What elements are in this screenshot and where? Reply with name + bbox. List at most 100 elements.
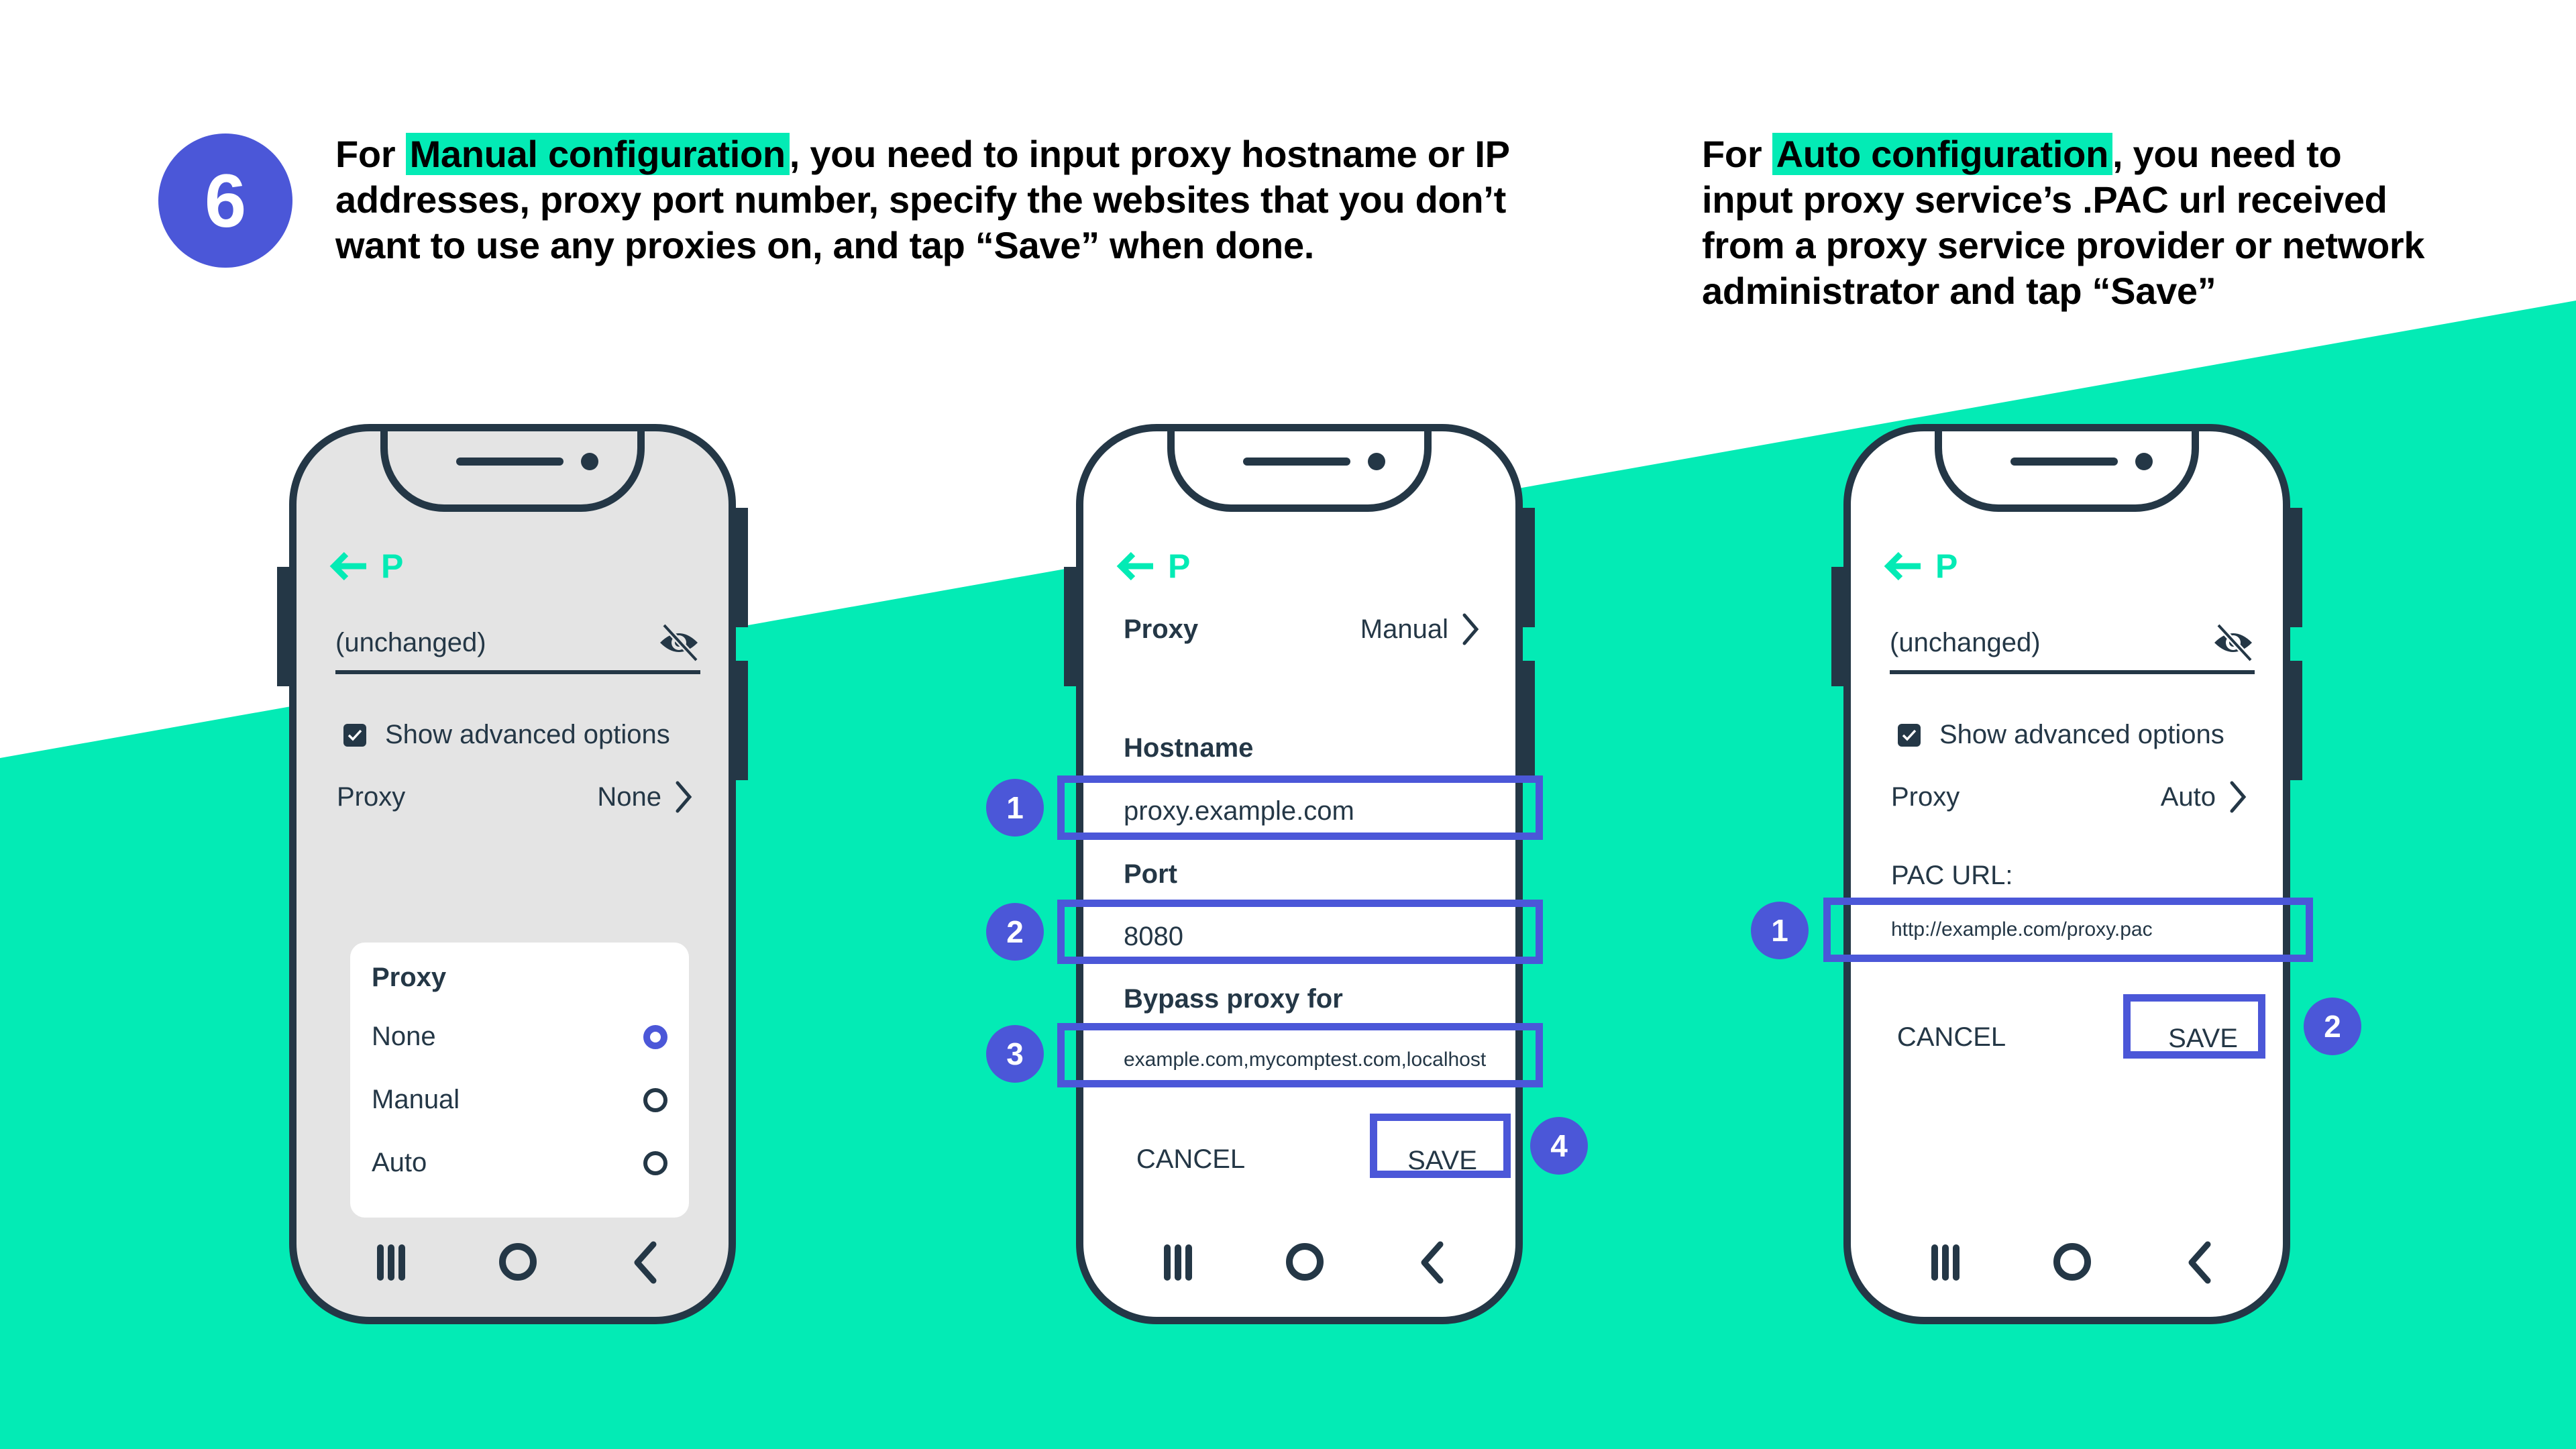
- manual-highlight: Manual configuration: [405, 133, 790, 175]
- back-button[interactable]: P: [1883, 547, 1957, 586]
- phone-side-button: [1523, 508, 1535, 627]
- hostname-highlight: [1057, 775, 1543, 840]
- home-icon[interactable]: [499, 1243, 537, 1281]
- step-number-badge: 6: [158, 133, 292, 268]
- option-label: Manual: [372, 1085, 460, 1114]
- phone-side-button: [277, 567, 289, 686]
- dialog-title: Proxy: [372, 963, 447, 992]
- port-label: Port: [1124, 859, 1177, 889]
- step-badge-2: 2: [2304, 998, 2361, 1055]
- show-advanced-label: Show advanced options: [385, 720, 670, 749]
- auto-prefix: For: [1702, 133, 1772, 175]
- port-input[interactable]: 8080: [1124, 922, 1183, 951]
- step-badge-1: 1: [986, 779, 1044, 837]
- phone-side-button: [1523, 661, 1535, 780]
- step-number: 6: [204, 158, 247, 243]
- pac-url-highlight: [1823, 898, 2313, 962]
- step-badge-1: 1: [1751, 902, 1809, 959]
- eye-off-icon[interactable]: [657, 623, 700, 663]
- back-button[interactable]: P: [1116, 547, 1190, 586]
- screen-title: P: [1168, 547, 1191, 585]
- chevron-right-icon: [676, 781, 692, 813]
- proxy-option-manual[interactable]: Manual: [372, 1085, 667, 1115]
- screen-title: P: [1935, 547, 1958, 585]
- phone-selector: P (unchanged) Show advanced options Prox…: [289, 424, 736, 1324]
- proxy-option-auto[interactable]: Auto: [372, 1148, 667, 1178]
- home-icon[interactable]: [2053, 1243, 2091, 1281]
- phone-side-button: [2290, 661, 2302, 780]
- password-placeholder: (unchanged): [335, 627, 486, 657]
- manual-body: , you need to input proxy hostname or IP…: [335, 133, 1509, 266]
- proxy-label: Proxy: [1891, 782, 1960, 812]
- recent-apps-icon[interactable]: [377, 1244, 405, 1281]
- home-icon[interactable]: [1286, 1243, 1324, 1281]
- recent-apps-icon[interactable]: [1164, 1244, 1192, 1281]
- phone-notch: [380, 424, 645, 512]
- phone-side-button: [736, 661, 748, 780]
- system-nav-bar: [297, 1234, 729, 1294]
- pac-url-input[interactable]: http://example.com/proxy.pac: [1891, 918, 2153, 941]
- phone-side-button: [2290, 508, 2302, 627]
- proxy-row[interactable]: Proxy Auto: [1891, 780, 2248, 814]
- bypass-input[interactable]: example.com,mycomptest.com,localhost: [1124, 1049, 1487, 1071]
- system-nav-bar: [1083, 1234, 1515, 1294]
- chevron-right-icon: [2230, 781, 2247, 813]
- option-label: Auto: [372, 1148, 427, 1177]
- cancel-button[interactable]: CANCEL: [1896, 1022, 2006, 1052]
- save-button[interactable]: SAVE: [1407, 1145, 1477, 1175]
- camera: [581, 453, 598, 470]
- proxy-label: Proxy: [337, 782, 406, 812]
- auto-highlight: Auto configuration: [1772, 133, 2112, 175]
- nav-back-icon[interactable]: [1419, 1240, 1446, 1285]
- port-highlight: [1057, 900, 1543, 964]
- save-highlight: [2123, 994, 2265, 1059]
- step-badge-2: 2: [986, 903, 1044, 961]
- radio-unselected-icon[interactable]: [643, 1087, 667, 1112]
- proxy-dialog: Proxy None Manual Auto: [350, 943, 689, 1218]
- nav-back-icon[interactable]: [2186, 1240, 2213, 1285]
- proxy-row[interactable]: Proxy Manual: [1124, 612, 1481, 646]
- phone-side-button: [736, 508, 748, 627]
- arrow-left-icon: [1116, 551, 1153, 581]
- camera: [1368, 453, 1385, 470]
- radio-selected-icon[interactable]: [643, 1024, 667, 1049]
- phone-manual: P Proxy Manual Hostname proxy.example.co…: [1076, 424, 1523, 1324]
- checkbox-checked-icon: [1898, 723, 1921, 747]
- hostname-input[interactable]: proxy.example.com: [1124, 796, 1354, 826]
- arrow-left-icon: [1884, 551, 1921, 581]
- step-badge-3: 3: [986, 1025, 1044, 1083]
- show-advanced-checkbox[interactable]: Show advanced options: [1898, 720, 2224, 750]
- bypass-label: Bypass proxy for: [1124, 984, 1343, 1014]
- system-nav-bar: [1851, 1234, 2283, 1294]
- radio-unselected-icon[interactable]: [643, 1150, 667, 1175]
- proxy-option-none[interactable]: None: [372, 1022, 667, 1052]
- phone-auto: P (unchanged) Show advanced options Prox…: [1843, 424, 2290, 1324]
- auto-instruction-text: For Auto configuration, you need to inpu…: [1702, 131, 2440, 314]
- password-field[interactable]: (unchanged): [335, 615, 700, 674]
- arrow-left-icon: [329, 551, 366, 581]
- phone-notch: [1167, 424, 1432, 512]
- option-label: None: [372, 1022, 436, 1051]
- screen-title: P: [381, 547, 404, 585]
- proxy-value: Manual: [1360, 614, 1448, 644]
- proxy-row[interactable]: Proxy None: [337, 780, 694, 814]
- checkbox-checked-icon: [343, 723, 366, 747]
- bypass-highlight: [1057, 1023, 1543, 1087]
- show-advanced-checkbox[interactable]: Show advanced options: [343, 720, 670, 750]
- speaker: [456, 458, 564, 466]
- eye-off-icon[interactable]: [2212, 623, 2255, 663]
- pac-url-label: PAC URL:: [1891, 861, 2013, 890]
- proxy-value: None: [597, 782, 661, 812]
- back-button[interactable]: P: [329, 547, 403, 586]
- proxy-label: Proxy: [1124, 614, 1199, 644]
- manual-prefix: For: [335, 133, 406, 175]
- password-field[interactable]: (unchanged): [1890, 615, 2255, 674]
- chevron-right-icon: [1462, 613, 1479, 645]
- cancel-button[interactable]: CANCEL: [1136, 1144, 1246, 1174]
- phone-side-button: [1064, 567, 1076, 686]
- recent-apps-icon[interactable]: [1931, 1244, 1960, 1281]
- nav-back-icon[interactable]: [632, 1240, 659, 1285]
- auto-body: , you need to input proxy service’s .PAC…: [1702, 133, 2425, 312]
- save-button[interactable]: SAVE: [2168, 1023, 2238, 1053]
- proxy-value: Auto: [2160, 782, 2216, 812]
